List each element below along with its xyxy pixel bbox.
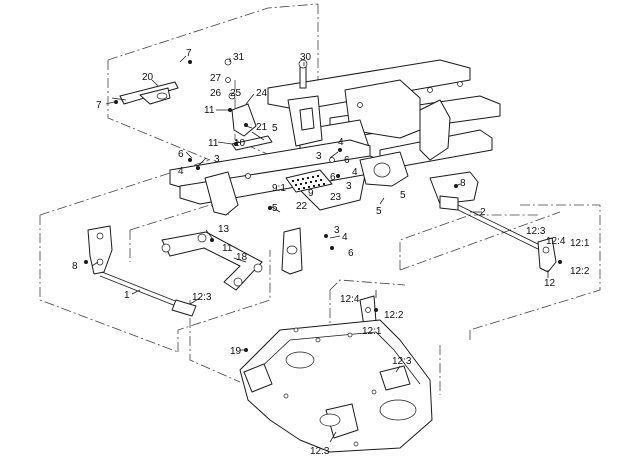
callout-6-center: 6	[344, 155, 350, 166]
rod-2	[439, 195, 543, 251]
callout-24: 24	[256, 88, 268, 99]
callout-12-3-bottom: 12:3	[310, 446, 330, 457]
callout-9: 9	[308, 188, 314, 199]
callout-11-mid: 11	[208, 138, 219, 149]
plate-10	[231, 135, 273, 151]
callout-6-lower: 6	[348, 248, 354, 259]
callout-12-1-center: 12:1	[362, 326, 382, 337]
callout-6-left: 6	[178, 149, 184, 160]
callout-30: 30	[300, 52, 312, 63]
callout-26: 26	[210, 88, 222, 99]
callout-3-lower: 3	[334, 225, 340, 236]
callout-6-right: 6	[330, 172, 336, 183]
callout-3-center: 3	[316, 151, 322, 162]
rod-1	[99, 271, 197, 317]
callout-5-left: 5	[272, 203, 278, 214]
callout-4-center: 4	[338, 137, 344, 148]
callout-2: 2	[480, 207, 486, 218]
left-hanger	[87, 225, 113, 275]
callout-12: 12	[544, 278, 556, 289]
callout-31: 31	[233, 52, 245, 63]
front-link-18	[161, 231, 263, 291]
callout-9-1: 9:1	[272, 183, 286, 194]
callout-12-1-right: 12:1	[570, 238, 590, 249]
callout-12-2-right: 12:2	[570, 266, 590, 277]
callout-19: 19	[230, 346, 242, 357]
callout-12-4-right: 12:4	[546, 236, 566, 247]
callout-18: 18	[236, 252, 248, 263]
callout-7-top: 7	[186, 48, 192, 59]
mower-deck	[239, 319, 433, 453]
leader-lines	[91, 55, 549, 443]
pivot-assembly	[224, 58, 323, 147]
callout-23: 23	[330, 192, 342, 203]
callout-5-rear: 5	[400, 190, 406, 201]
callout-3-left: 3	[214, 154, 220, 165]
callout-20: 20	[142, 72, 154, 83]
callout-4-right: 4	[352, 167, 358, 178]
callout-8-right: 8	[460, 178, 466, 189]
callout-12-3-left: 12:3	[192, 292, 212, 303]
callout-12-2-center: 12:2	[384, 310, 404, 321]
callout-12-3-right: 12:3	[526, 226, 546, 237]
callout-25: 25	[230, 88, 242, 99]
callout-22: 22	[296, 201, 308, 212]
callout-13: 13	[218, 224, 230, 235]
callout-11-upper: 11	[204, 105, 215, 116]
callouts: 7 31 20 27 26 25 24 30 7 11 21 5 11 10 6…	[72, 48, 590, 457]
callout-5-upper: 5	[272, 123, 278, 134]
callout-27: 27	[210, 73, 222, 84]
callout-21: 21	[256, 122, 268, 133]
callout-1: 1	[124, 290, 130, 301]
callout-8-left: 8	[72, 261, 78, 272]
callout-5-lower: 5	[376, 206, 382, 217]
callout-4-lower: 4	[342, 232, 348, 243]
callout-7-left: 7	[96, 100, 102, 111]
foot-plate-22	[285, 169, 333, 193]
callout-12-3-deck: 12:3	[392, 356, 412, 367]
callout-3-right: 3	[346, 181, 352, 192]
right-hanger	[537, 237, 557, 273]
lift-arm-20	[111, 81, 179, 105]
callout-11-lower: 11	[222, 243, 233, 254]
callout-10: 10	[234, 138, 246, 149]
callout-4-left: 4	[178, 166, 184, 177]
callout-12-4-center: 12:4	[340, 294, 360, 305]
